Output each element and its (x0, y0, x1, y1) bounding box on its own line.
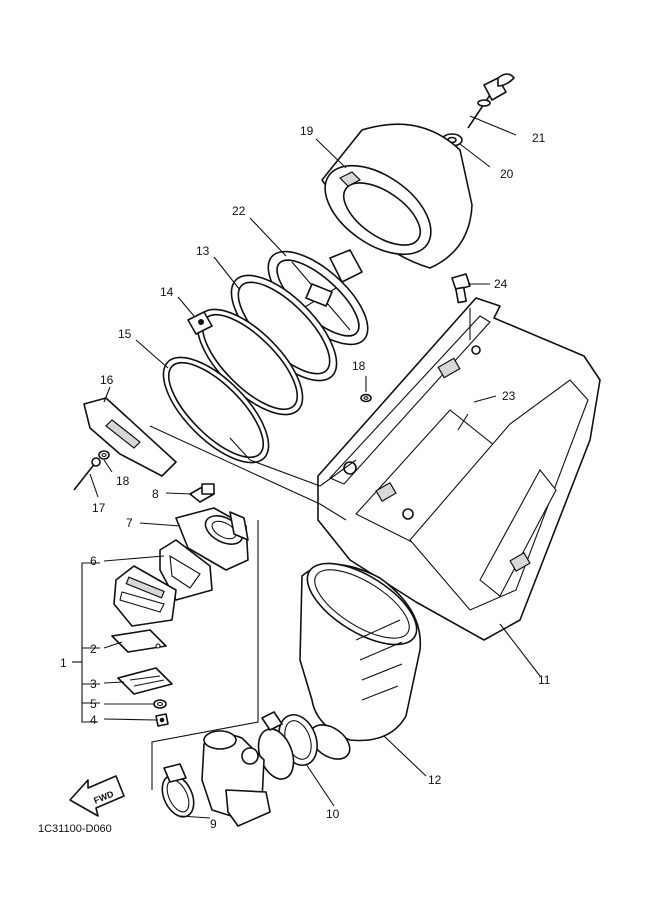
reed-valve-assembly (113, 565, 177, 627)
throttle-clamp (161, 763, 195, 818)
callout-18-left: 18 (116, 474, 130, 488)
reed-petal (111, 629, 167, 653)
callout-17: 17 (92, 501, 106, 515)
callout-23: 23 (502, 389, 516, 403)
intake-manifold (175, 507, 249, 571)
wing-bolt (467, 73, 515, 129)
callout-3: 3 (90, 677, 97, 691)
carburetor (201, 730, 271, 827)
callout-19: 19 (300, 124, 314, 138)
callout-24: 24 (494, 277, 508, 291)
reed-stopper (117, 667, 173, 695)
assembly-bracket (72, 520, 259, 790)
air-filter-element (321, 123, 473, 269)
grommet-right (360, 393, 372, 403)
callout-7: 7 (126, 516, 133, 530)
callout-15: 15 (118, 327, 132, 341)
callout-22: 22 (232, 204, 246, 218)
callout-1: 1 (60, 656, 67, 670)
forward-direction-badge: FWD (69, 775, 125, 817)
callout-11: 11 (538, 673, 551, 687)
grommet-left (98, 450, 110, 460)
callout-20: 20 (500, 167, 514, 181)
rivet-pin (73, 457, 101, 491)
callout-4: 4 (90, 713, 97, 727)
callout-2: 2 (90, 642, 97, 656)
air-box (317, 297, 601, 641)
callout-18-right: 18 (352, 359, 366, 373)
side-plate (83, 397, 177, 477)
leader-lines (89, 115, 541, 819)
bolt-8 (189, 483, 215, 503)
callout-13: 13 (196, 244, 210, 258)
drawing-code: 1C31100-D060 (38, 823, 112, 835)
reed-cage (159, 539, 213, 601)
callout-labels: 21 20 19 22 13 14 15 16 18 17 8 7 6 2 1 … (60, 124, 551, 831)
gasket-ring (230, 274, 338, 382)
callout-16: 16 (100, 373, 114, 387)
hose-clamp (257, 711, 318, 780)
callout-6: 6 (90, 554, 97, 568)
callout-12: 12 (428, 773, 442, 787)
bolt-24 (451, 273, 471, 304)
callout-8: 8 (152, 487, 159, 501)
small-screw (155, 713, 169, 727)
callout-21: 21 (532, 131, 546, 145)
small-washer (153, 699, 167, 709)
callout-5: 5 (90, 697, 97, 711)
intake-boot (299, 562, 422, 760)
callout-10: 10 (326, 807, 340, 821)
callout-14: 14 (160, 285, 174, 299)
callout-9: 9 (210, 817, 217, 831)
seal-ring (162, 356, 270, 464)
